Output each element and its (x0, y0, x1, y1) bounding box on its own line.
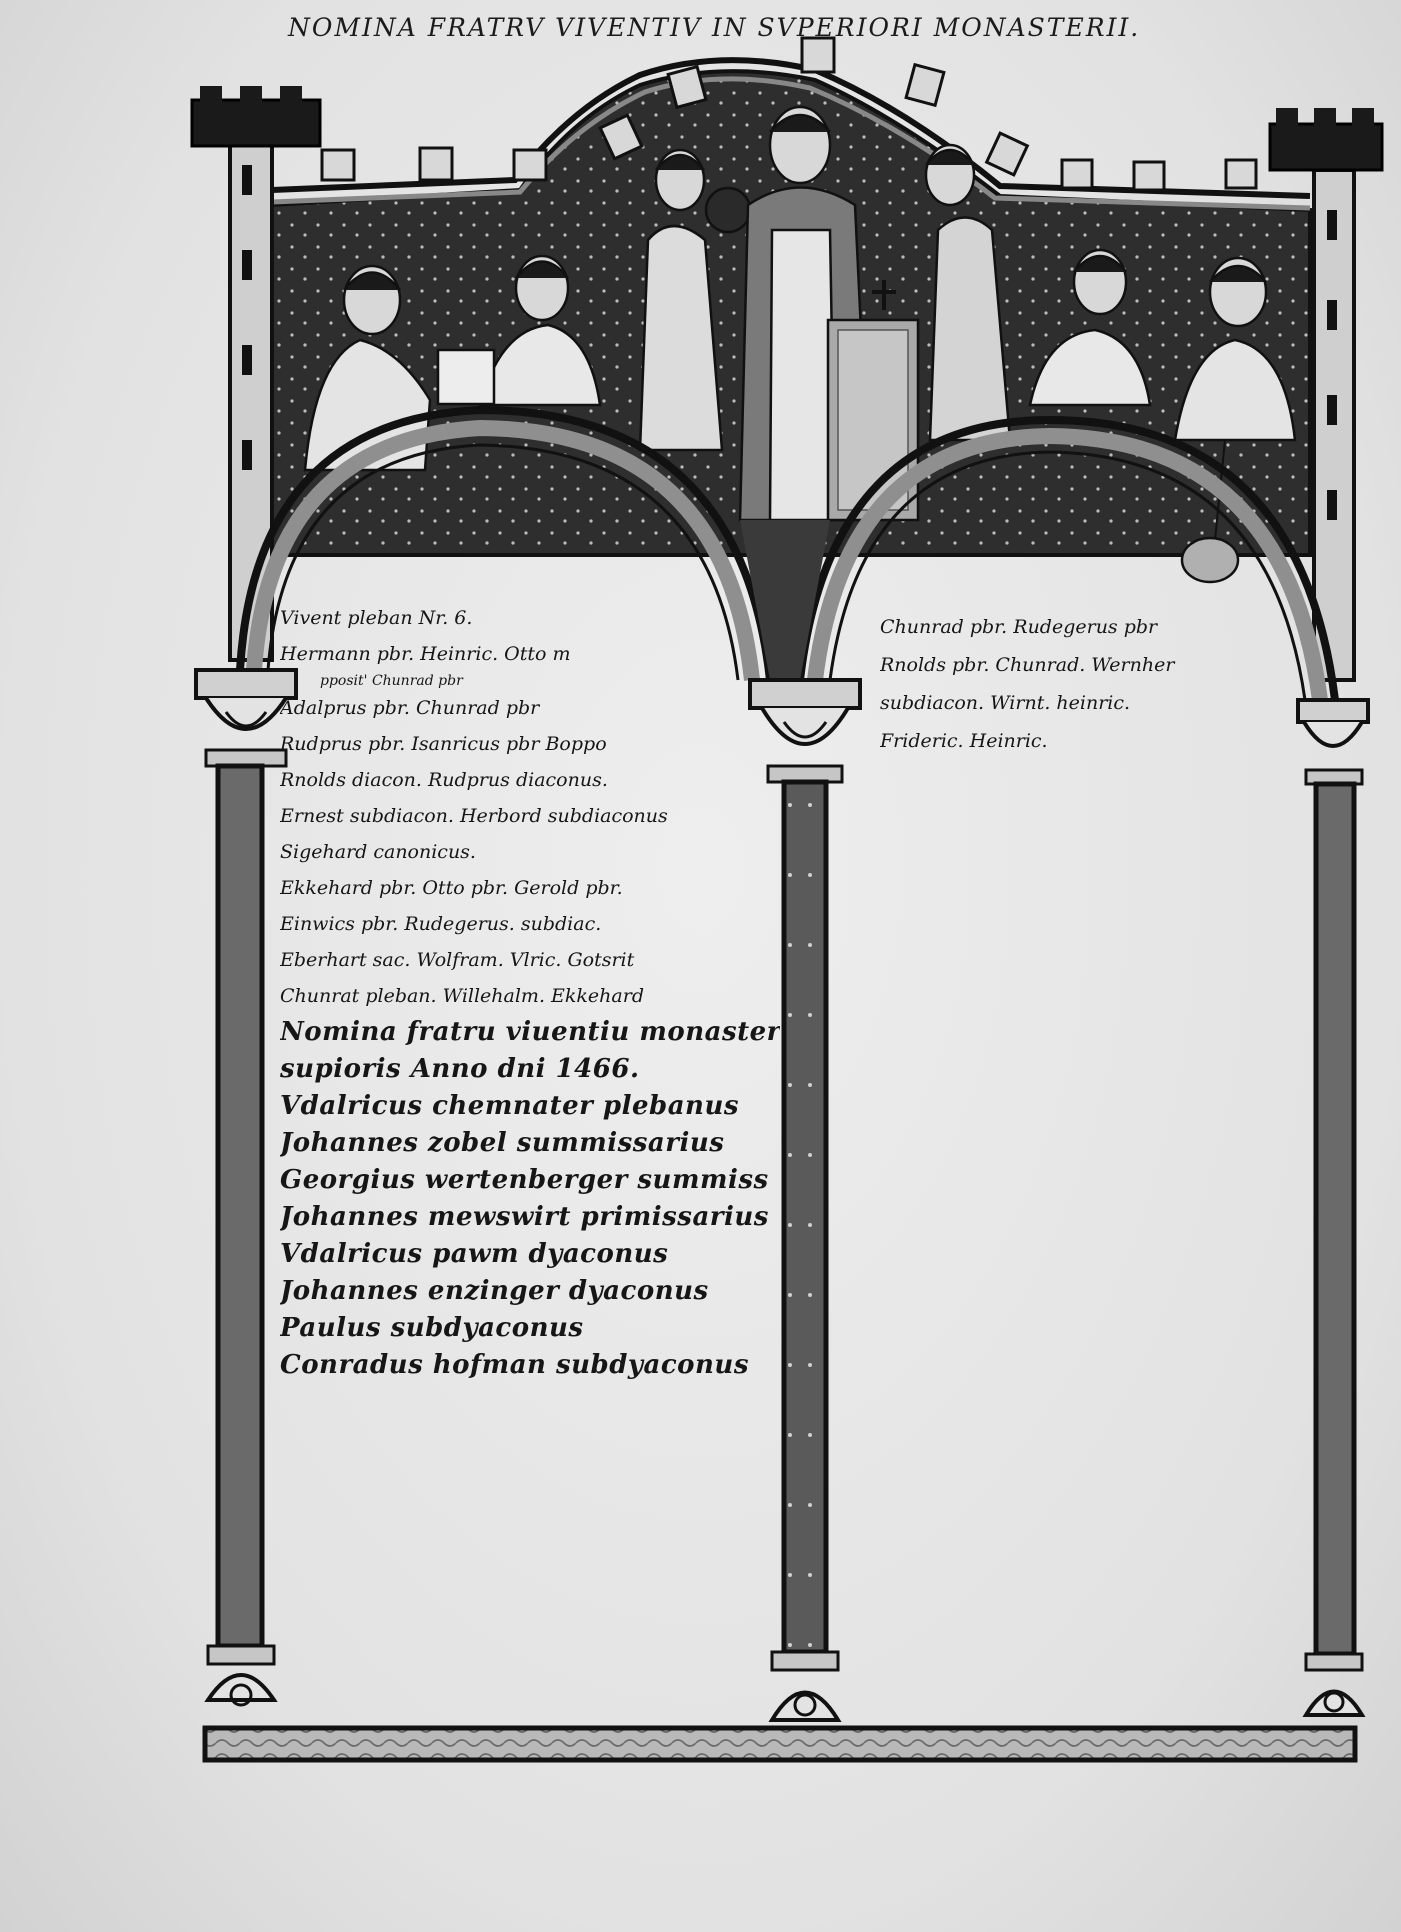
name-line: Rudprus pbr. Isanricus pbr Boppo (280, 733, 607, 755)
arches (236, 405, 1339, 702)
name-line: Vivent pleban Nr. 6. (280, 607, 473, 629)
name-line: Hermann pbr. Heinric. Otto m (280, 643, 571, 665)
right-name-list: Chunrad pbr. Rudegerus pbr Rnolds pbr. C… (880, 608, 1340, 760)
name-line: Eberhart sac. Wolfram. Vlric. Gotsrit (280, 949, 635, 971)
name-line: Frideric. Heinric. (880, 730, 1048, 752)
name-line-later-hand: Georgius wertenberger summiss (280, 1165, 769, 1195)
name-line: subdiacon. Wirnt. heinric. (880, 692, 1131, 714)
name-line-later-hand: Johannes mewswirt primissarius (280, 1202, 769, 1232)
right-tower (1268, 108, 1384, 682)
name-line-later-hand: Vdalricus chemnater plebanus (280, 1091, 739, 1121)
battlements (320, 36, 1258, 192)
name-line-later-hand: Johannes enzinger dyaconus (280, 1276, 709, 1306)
page-heading: NOMINA FRATRV VIVENTIV IN SVPERIORI MONA… (288, 13, 1141, 42)
left-column (194, 668, 298, 1707)
name-line-later-hand: Paulus subdyaconus (280, 1313, 584, 1343)
base-plinth (202, 1725, 1358, 1763)
name-line-later-hand: Vdalricus pawm dyaconus (280, 1239, 669, 1269)
name-line: Chunrat pleban. Willehalm. Ekkehard (280, 985, 644, 1007)
name-line-interlinear: pposit' Chunrad pbr (320, 673, 463, 689)
name-line-later-hand: Johannes zobel summissarius (280, 1128, 725, 1158)
name-line: Sigehard canonicus. (280, 841, 476, 863)
figures (303, 105, 1297, 584)
name-line-later-hand: Conradus hofman subdyaconus (280, 1350, 749, 1380)
name-line: Ekkehard pbr. Otto pbr. Gerold pbr. (280, 877, 623, 899)
name-line: Rnolds pbr. Chunrad. Wernher (880, 654, 1175, 676)
name-line: Adalprus pbr. Chunrad pbr (280, 697, 540, 719)
right-column (1296, 698, 1370, 1717)
name-line: Rnolds diacon. Rudprus diaconus. (280, 769, 608, 791)
name-line: Chunrad pbr. Rudegerus pbr (880, 616, 1158, 638)
name-line-later-hand: supioris Anno dni 1466. (280, 1054, 640, 1084)
name-line-later-hand: Nomina fratru viuentiu monastery (280, 1017, 780, 1047)
name-line: Ernest subdiacon. Herbord subdiaconus (280, 805, 668, 827)
left-name-list: Vivent pleban Nr. 6. Hermann pbr. Heinri… (280, 600, 780, 1384)
name-line: Einwics pbr. Rudegerus. subdiac. (280, 913, 602, 935)
center-column (748, 678, 862, 1722)
